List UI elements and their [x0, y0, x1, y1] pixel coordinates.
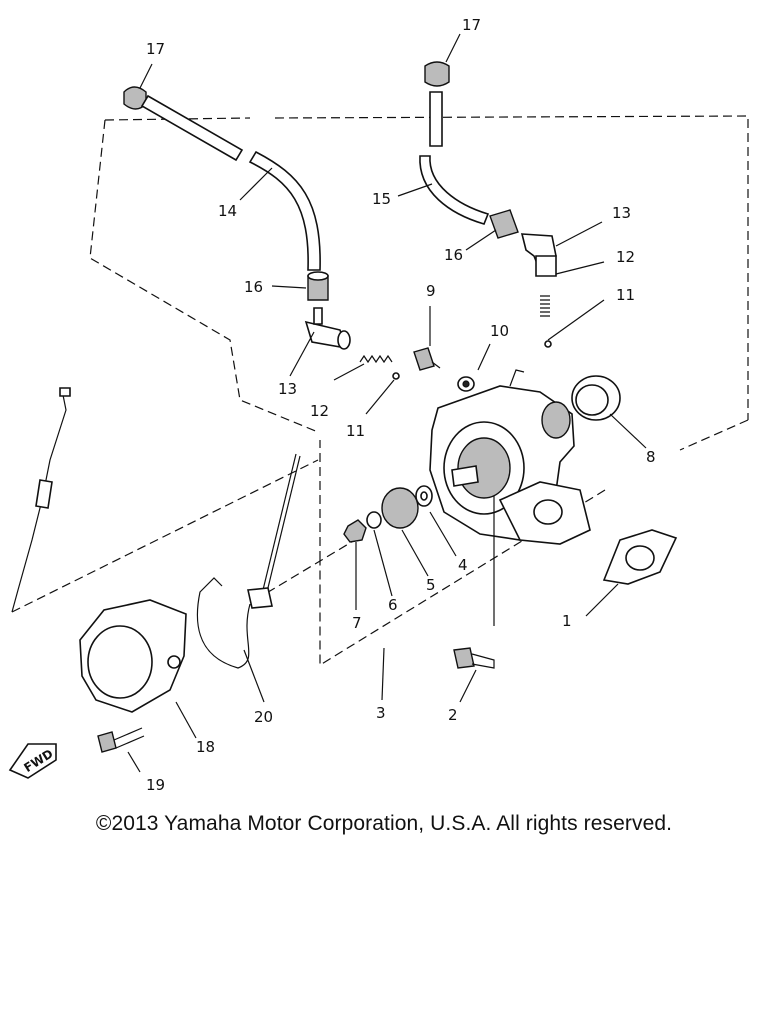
throttle-cable-left — [11, 387, 71, 613]
callout-2: 2 — [448, 706, 458, 724]
callout-16-right: 16 — [444, 246, 463, 264]
part-15-hose — [419, 91, 490, 225]
part-12-spring-left — [359, 354, 393, 364]
part-8-seal — [571, 375, 621, 421]
callout-14: 14 — [218, 202, 237, 220]
part-11-ball-right — [544, 340, 552, 348]
callout-11-left: 11 — [346, 422, 365, 440]
callout-11-right: 11 — [616, 286, 635, 304]
callout-9: 9 — [426, 282, 436, 300]
callout-7: 7 — [352, 614, 362, 632]
callout-8: 8 — [646, 448, 656, 466]
part-9-bolt — [413, 347, 441, 371]
part-18-cover — [79, 599, 187, 713]
callout-5: 5 — [426, 576, 436, 594]
oil-pump-body — [429, 369, 591, 545]
callout-19: 19 — [146, 776, 165, 794]
callout-10: 10 — [490, 322, 509, 340]
callout-1: 1 — [562, 612, 572, 630]
part-2-screw — [453, 647, 495, 669]
part-7-nut — [343, 519, 367, 543]
callout-4: 4 — [458, 556, 468, 574]
part-16-fitting-left — [307, 271, 329, 301]
part-11-ball-left — [392, 372, 400, 380]
part-6-washer — [366, 511, 382, 529]
part-17-cap-right — [424, 61, 450, 87]
callout-16-left: 16 — [244, 278, 263, 296]
fwd-arrow-icon: FWD — [8, 743, 57, 779]
callout-leader-lines — [127, 33, 647, 773]
part-5-plate — [381, 487, 419, 529]
exploded-parts-diagram: FWD 17 17 14 15 16 13 — [8, 16, 749, 794]
part-16-fitting-right — [489, 209, 519, 239]
part-12-spring-right — [540, 295, 550, 317]
part-20-cable — [196, 453, 301, 669]
callout-6: 6 — [388, 596, 398, 614]
part-13-elbow-left — [304, 307, 351, 350]
callout-13-right: 13 — [612, 204, 631, 222]
copyright-notice: ©2013 Yamaha Motor Corporation, U.S.A. A… — [95, 812, 673, 835]
callout-17-right: 17 — [462, 16, 481, 34]
part-19-bolt — [97, 727, 145, 753]
callout-13-left: 13 — [278, 380, 297, 398]
part-14-hose — [140, 94, 321, 271]
callout-3: 3 — [376, 704, 386, 722]
callout-12-right: 12 — [616, 248, 635, 266]
part-10-washer — [457, 376, 475, 392]
part-4-washer — [415, 485, 433, 507]
callout-20: 20 — [254, 708, 273, 726]
part-1-gasket — [602, 529, 678, 585]
callout-15: 15 — [372, 190, 391, 208]
callout-numbers: 17 17 14 15 16 13 16 12 11 10 9 13 12 11… — [146, 16, 656, 794]
callout-12-left: 12 — [310, 402, 329, 420]
part-13-elbow-right — [520, 233, 557, 277]
callout-17-left: 17 — [146, 40, 165, 58]
callout-18: 18 — [196, 738, 215, 756]
